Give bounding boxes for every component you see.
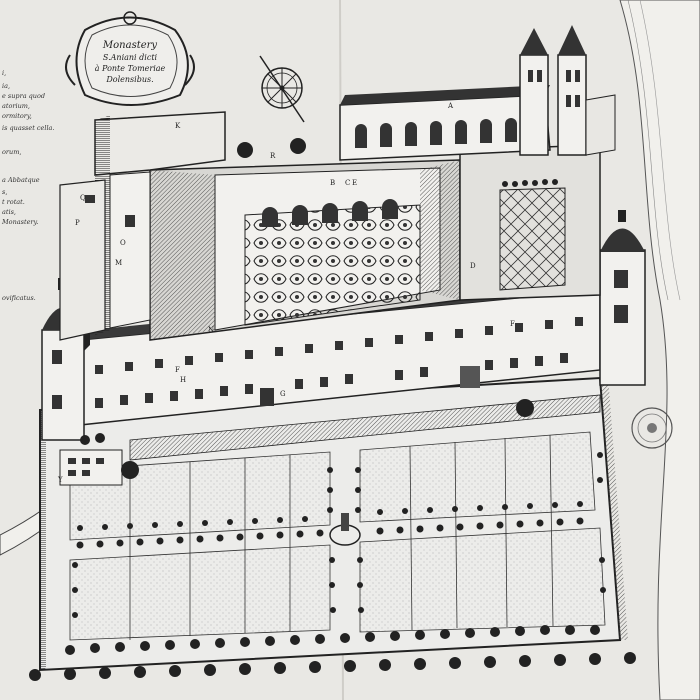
letter-E: E	[352, 179, 357, 187]
legend-fragment: orum,	[2, 148, 21, 156]
letter-F: F	[510, 320, 515, 328]
legend-fragment: s,	[2, 188, 7, 196]
letter-O: O	[120, 239, 126, 247]
cartouche-line4: Dolensibus.	[105, 75, 153, 84]
legend-fragment: i,	[2, 69, 6, 77]
cartouche-line2: S.Aniani dicti	[103, 53, 158, 62]
legend-fragments: i, ia, e supra quod atorium, ormitory, i…	[1, 69, 55, 302]
legend-fragment: ormitory,	[2, 112, 32, 120]
west-wing	[59, 111, 226, 341]
letter-F2: F	[175, 366, 180, 374]
letter-N: N	[208, 326, 214, 334]
central-fountain	[329, 513, 361, 546]
letter-R: R	[270, 152, 276, 160]
letter-Q: Q	[80, 194, 86, 202]
legend-fragment: is quasset cella.	[2, 124, 55, 132]
hedge-terrace	[129, 394, 601, 461]
river-right	[619, 0, 700, 700]
cartouche-line1: Monastery	[102, 40, 158, 51]
east-cloister	[459, 144, 601, 301]
plan-letters: A B C D E F F G H K M N O P Q R Y	[57, 102, 515, 484]
letter-D: D	[470, 262, 476, 270]
title-cartouche: Monastery S.Aniani dicti à Ponte Tomeria…	[65, 11, 195, 106]
cartouche-line3: à Ponte Tomeriae	[95, 64, 166, 73]
legend-fragment: atis,	[2, 208, 16, 216]
letter-B: B	[330, 179, 335, 187]
legend-fragment: atorium,	[2, 102, 30, 110]
letter-P: P	[75, 219, 80, 227]
right-pavilion	[599, 210, 646, 386]
legend-fragment: Monastery.	[1, 218, 38, 226]
cloister-block	[149, 159, 461, 341]
letter-K: K	[175, 122, 181, 130]
legend-fragment: ovificatus.	[2, 294, 36, 302]
letter-Y: Y	[57, 476, 63, 484]
legend-fragment: t rotat.	[2, 198, 25, 206]
letter-M: M	[115, 259, 122, 267]
letter-A: A	[447, 102, 454, 110]
legend-fragment: a Abbatque	[2, 176, 40, 184]
entrance-gate	[59, 449, 123, 486]
letter-G: G	[280, 390, 286, 398]
library-stamp	[631, 407, 673, 449]
courtyard-trees	[80, 138, 534, 479]
letter-H: H	[180, 376, 186, 384]
compass-rose	[259, 55, 305, 123]
church-towers	[519, 25, 616, 156]
legend-fragment: ia,	[2, 82, 10, 90]
church-nave	[339, 85, 551, 161]
garden-plots	[69, 431, 606, 641]
tree-rows	[29, 452, 636, 681]
legend-fragment: e supra quod	[2, 92, 45, 100]
letter-C: C	[345, 179, 350, 187]
